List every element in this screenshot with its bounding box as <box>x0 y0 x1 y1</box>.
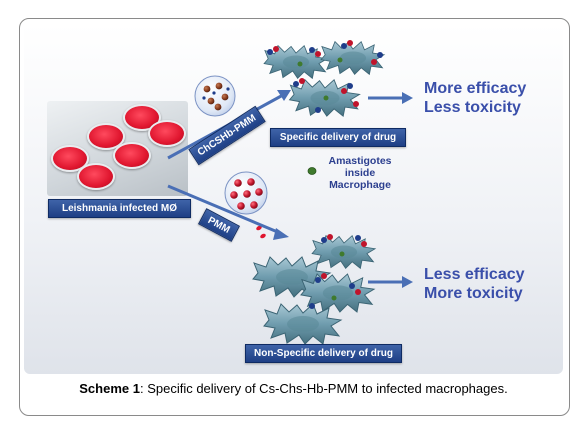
legend-line-2: inside <box>344 167 376 179</box>
upper-outcome-arrow <box>368 92 413 104</box>
culture-well <box>77 163 115 190</box>
macrophage-cell <box>263 303 342 345</box>
figure-caption: Scheme 1: Specific delivery of Cs-Chs-Hb… <box>24 381 563 396</box>
drug-particles <box>309 234 367 309</box>
drug-particles <box>267 40 383 113</box>
macrophage-cluster-nonspecific <box>252 234 376 345</box>
outcome-line: More toxicity <box>424 285 523 302</box>
outcome-line: More efficacy <box>424 80 527 97</box>
specific-delivery-label: Specific delivery of drug <box>270 128 406 147</box>
nonspecific-delivery-label: Non-Specific delivery of drug <box>245 344 402 363</box>
macrophage-cluster-specific <box>263 40 385 117</box>
outcome-line: Less toxicity <box>424 99 521 116</box>
caption-text: : Specific delivery of Cs-Chs-Hb-PMM to … <box>139 381 508 396</box>
legend-line-3: Macrophage <box>329 179 391 191</box>
pmm-particle-bubble <box>224 171 268 215</box>
caption-label: Scheme 1 <box>79 381 140 396</box>
culture-plate-image <box>47 101 188 196</box>
outcome-line: Less efficacy <box>424 266 525 283</box>
source-label: Leishmania infected MØ <box>48 199 191 218</box>
lower-outcome-arrow <box>368 276 413 288</box>
lower-delivery-arrow <box>167 184 289 240</box>
amastigote-icon <box>307 167 317 175</box>
chcshb-pmm-particle-bubble <box>194 75 236 117</box>
culture-well <box>148 120 186 147</box>
amastigote-legend: Amastigotes inside Macrophage <box>318 155 402 191</box>
culture-well <box>113 142 151 169</box>
lower-outcome-text: Less efficacy More toxicity <box>424 265 525 303</box>
macrophage-cell <box>320 41 385 75</box>
upper-outcome-text: More efficacy Less toxicity <box>424 79 526 117</box>
legend-line-1: Amastigotes <box>328 155 392 167</box>
released-drug-drops <box>256 225 266 239</box>
